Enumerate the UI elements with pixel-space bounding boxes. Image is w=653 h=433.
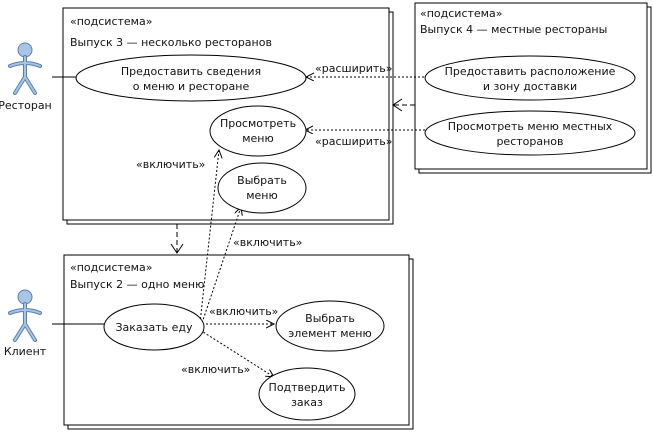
include-view-menu: «включить»: [136, 150, 219, 324]
subsystem-dependency-release4-to-release3: [392, 98, 415, 112]
extend-label-top: «расширить»: [315, 62, 392, 75]
subsystem-release-4-stereotype: «подсистема»: [420, 7, 502, 20]
use-case-view-menu-line1: Просмотреть: [220, 117, 296, 130]
use-case-order-food-label: Заказать еду: [115, 321, 193, 334]
extend-label-bottom: «расширить»: [315, 135, 392, 148]
use-case-choose-menu-line2: меню: [246, 189, 278, 202]
use-case-provide-location-line2: и зону доставки: [483, 80, 577, 93]
use-case-view-local-menu-line2: ресторанов: [496, 135, 563, 148]
use-case-choose-menu-line1: Выбрать: [237, 174, 287, 187]
extend-view-local-menu: «расширить»: [305, 130, 425, 148]
use-case-confirm-order-line1: Подтвердить: [269, 381, 346, 394]
use-case-provide-menu-info[interactable]: Предоставить сведения о меню и ресторане: [75, 54, 307, 102]
use-case-confirm-order-line2: заказ: [291, 396, 323, 409]
subsystem-release-4-title: Выпуск 4 — местные рестораны: [420, 23, 607, 36]
use-case-choose-item-line2: элемент меню: [288, 327, 372, 340]
subsystem-dependency-release3-to-release2: [170, 224, 184, 254]
use-case-provide-menu-info-line1: Предоставить сведения: [121, 65, 261, 78]
actor-restaurant[interactable]: Ресторан: [0, 42, 52, 112]
use-case-choose-item[interactable]: Выбрать элемент меню: [275, 300, 385, 352]
use-case-view-menu-line2: меню: [242, 132, 274, 145]
use-case-provide-menu-info-line2: о меню и ресторане: [133, 80, 250, 93]
use-case-choose-menu[interactable]: Выбрать меню: [217, 162, 307, 214]
actor-restaurant-icon: [8, 42, 42, 95]
use-case-provide-location[interactable]: Предоставить расположение и зону доставк…: [424, 55, 636, 101]
subsystem-release-2-stereotype: «подсистема»: [70, 261, 152, 274]
use-case-order-food[interactable]: Заказать еду: [103, 303, 205, 351]
include-choose-item: «включить»: [206, 305, 278, 324]
include-choose-menu: «включить»: [201, 207, 302, 324]
include-label-view-menu: «включить»: [136, 158, 205, 171]
actor-client-icon: [8, 289, 42, 342]
include-label-confirm-order: «включить»: [181, 363, 250, 376]
subsystem-release-3-stereotype: «подсистема»: [70, 15, 152, 28]
use-case-view-local-menu[interactable]: Просмотреть меню местных ресторанов: [424, 110, 636, 156]
subsystem-release-2-title: Выпуск 2 — одно меню: [70, 278, 204, 291]
subsystem-release-3-title: Выпуск 3 — несколько ресторанов: [70, 36, 272, 49]
use-case-view-menu[interactable]: Просмотреть меню: [209, 105, 307, 157]
include-confirm-order: «включить»: [181, 329, 274, 377]
use-case-confirm-order[interactable]: Подтвердить заказ: [258, 367, 356, 421]
actor-restaurant-label: Ресторан: [0, 99, 52, 112]
include-label-choose-menu: «включить»: [233, 236, 302, 249]
include-label-choose-item: «включить»: [209, 305, 278, 318]
actor-client[interactable]: Клиент: [4, 289, 47, 358]
use-case-view-local-menu-line1: Просмотреть меню местных: [448, 120, 613, 133]
use-case-choose-item-line1: Выбрать: [305, 312, 355, 325]
extend-provide-location: «расширить»: [306, 62, 424, 77]
use-case-provide-location-line1: Предоставить расположение: [445, 65, 616, 78]
actor-client-label: Клиент: [4, 345, 47, 358]
